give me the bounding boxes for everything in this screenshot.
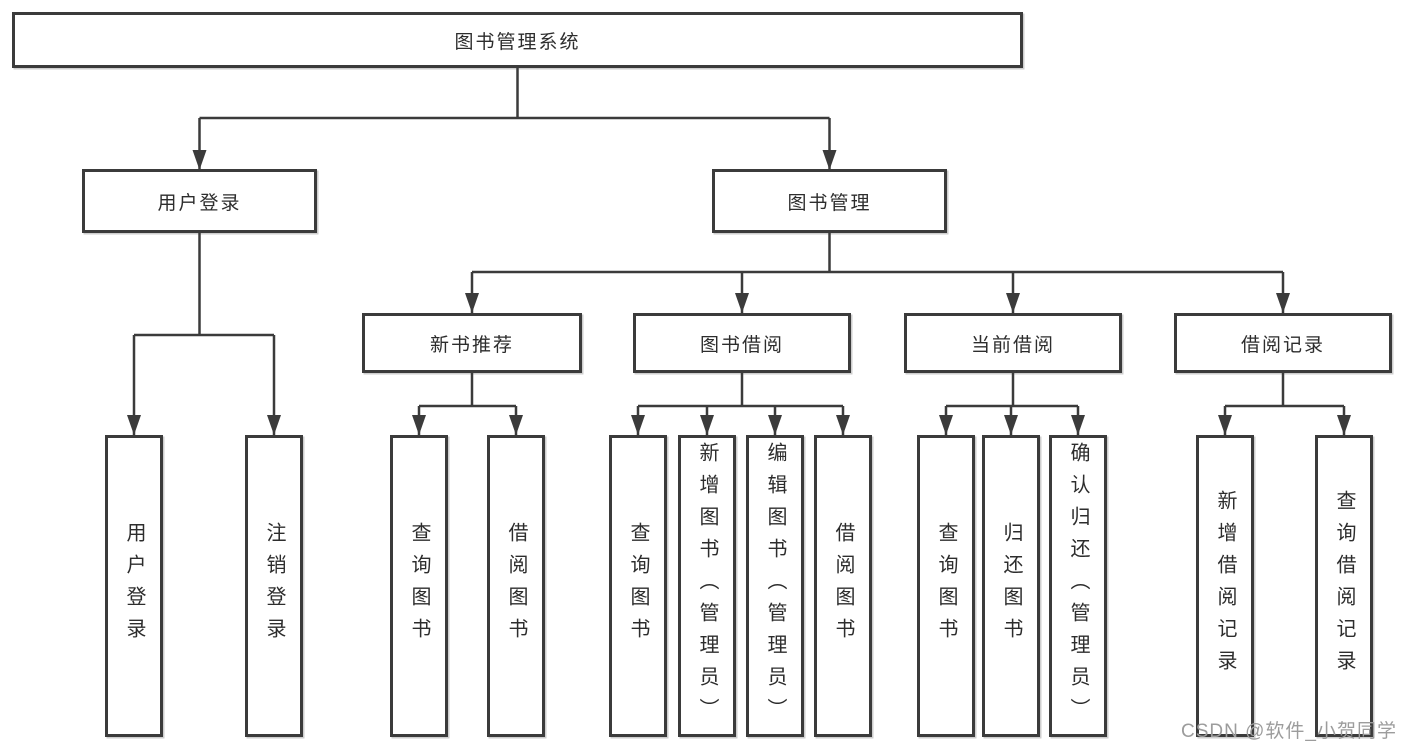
leaf-borrowing-add-books-admin-label: 新增图书（管理员） — [696, 442, 718, 730]
leaf-current-return-books-label: 归还图书 — [1000, 522, 1022, 650]
node-library-management-system-label: 图书管理系统 — [454, 31, 581, 53]
leaf-logout-label: 注销登录 — [263, 522, 285, 650]
leaf-user-login: 用户登录 — [105, 435, 163, 737]
leaf-borrowing-query-books-label: 查询图书 — [627, 522, 649, 650]
leaf-borrowing-edit-books-admin: 编辑图书（管理员） — [746, 435, 804, 737]
leaf-borrowing-borrow-books: 借阅图书 — [814, 435, 872, 737]
node-new-book-recommendation-label: 新书推荐 — [429, 334, 514, 356]
leaf-current-confirm-return-admin-label: 确认归还（管理员） — [1067, 442, 1089, 730]
node-book-management-branch-label: 图书管理 — [787, 192, 872, 214]
leaf-user-login-label: 用户登录 — [123, 522, 145, 650]
leaf-current-query-books: 查询图书 — [917, 435, 975, 737]
csdn-watermark: CSDN @软件_小贺同学 — [1181, 721, 1397, 742]
node-book-management-branch: 图书管理 — [712, 169, 947, 233]
node-library-management-system: 图书管理系统 — [12, 12, 1023, 68]
leaf-borrowing-borrow-books-label: 借阅图书 — [832, 522, 854, 650]
node-current-borrowing: 当前借阅 — [904, 313, 1122, 373]
leaf-records-add-record-label: 新增借阅记录 — [1214, 490, 1236, 682]
leaf-borrowing-edit-books-admin-label: 编辑图书（管理员） — [764, 442, 786, 730]
node-book-borrowing: 图书借阅 — [633, 313, 851, 373]
leaf-newbooks-borrow-books-label: 借阅图书 — [505, 522, 527, 650]
leaf-newbooks-borrow-books: 借阅图书 — [487, 435, 545, 737]
leaf-newbooks-query-books: 查询图书 — [390, 435, 448, 737]
node-user-login-branch-label: 用户登录 — [157, 192, 242, 214]
leaf-records-query-record-label: 查询借阅记录 — [1333, 490, 1355, 682]
node-current-borrowing-label: 当前借阅 — [970, 334, 1055, 356]
leaf-records-add-record: 新增借阅记录 — [1196, 435, 1254, 737]
leaf-current-confirm-return-admin: 确认归还（管理员） — [1049, 435, 1107, 737]
node-new-book-recommendation: 新书推荐 — [362, 313, 582, 373]
leaf-borrowing-add-books-admin: 新增图书（管理员） — [678, 435, 736, 737]
node-user-login-branch: 用户登录 — [82, 169, 317, 233]
leaf-newbooks-query-books-label: 查询图书 — [408, 522, 430, 650]
node-book-borrowing-label: 图书借阅 — [699, 334, 784, 356]
node-borrowing-records: 借阅记录 — [1174, 313, 1392, 373]
node-borrowing-records-label: 借阅记录 — [1240, 334, 1325, 356]
leaf-borrowing-query-books: 查询图书 — [609, 435, 667, 737]
leaf-current-query-books-label: 查询图书 — [935, 522, 957, 650]
leaf-current-return-books: 归还图书 — [982, 435, 1040, 737]
leaf-logout: 注销登录 — [245, 435, 303, 737]
leaf-records-query-record: 查询借阅记录 — [1315, 435, 1373, 737]
